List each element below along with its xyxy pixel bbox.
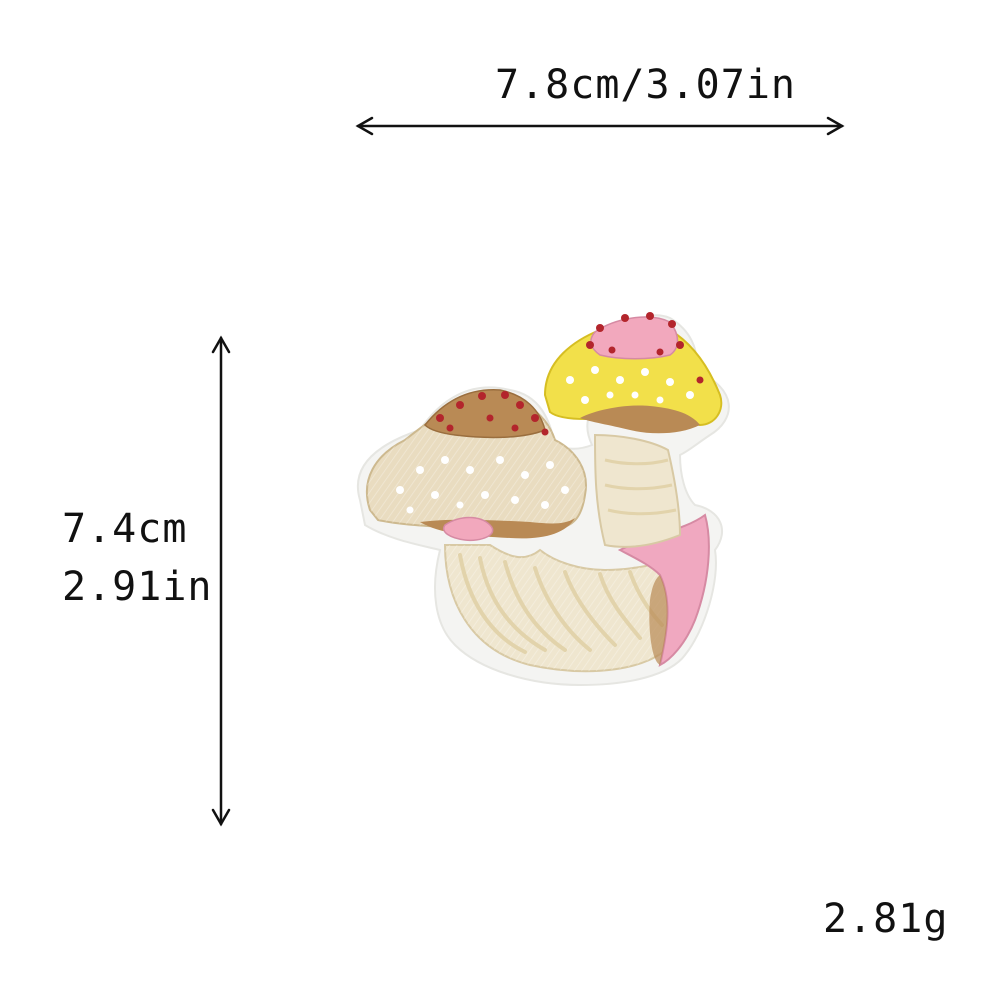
width-arrow-left-head [355, 116, 374, 136]
height-measurement-cm: 7.4cm [62, 506, 188, 552]
mushroom-patch-image [357, 312, 730, 687]
pink-volva [617, 513, 710, 667]
height-measurement-in: 2.91in [62, 564, 213, 610]
small-mushroom-cap [543, 312, 723, 434]
height-arrow-top-head [211, 335, 231, 354]
large-mushroom-cap [365, 389, 587, 542]
height-arrow-bottom-head [211, 808, 231, 827]
small-stem [593, 433, 682, 548]
large-stem [443, 544, 690, 673]
width-measurement: 7.8cm/3.07in [495, 62, 796, 108]
width-arrow-right-head [826, 116, 845, 136]
weight-label: 2.81g [823, 896, 949, 942]
